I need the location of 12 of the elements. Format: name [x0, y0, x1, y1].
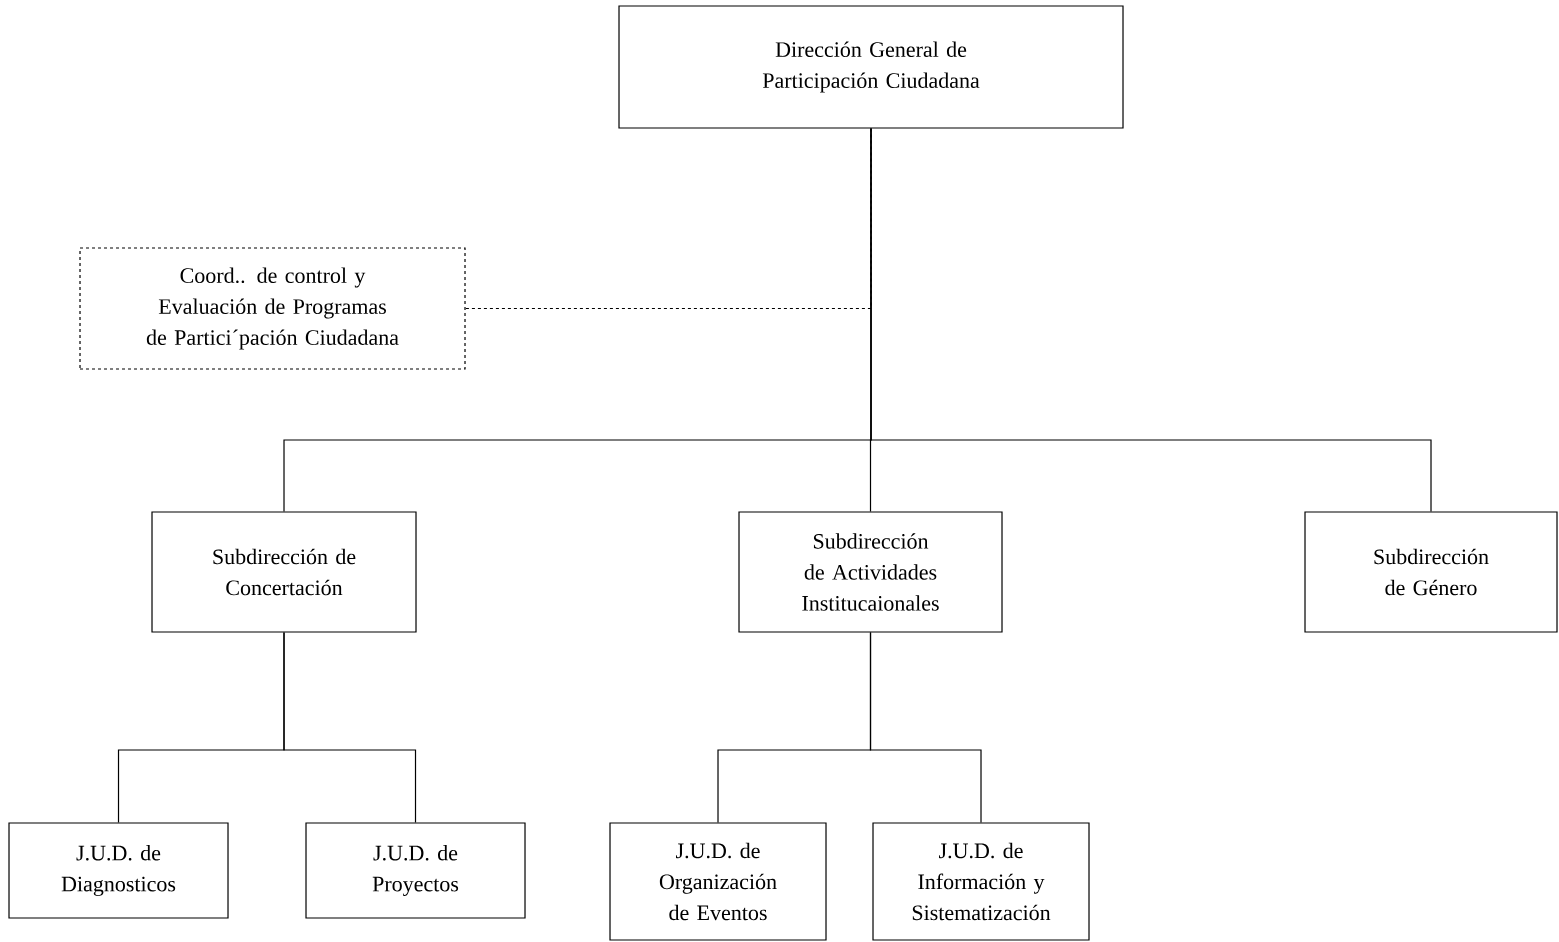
org-box: J.U.D. de Proyectos: [305, 822, 526, 919]
org-box: J.U.D. de Diagnosticos: [8, 822, 229, 919]
connector-line: [283, 632, 417, 823]
dashed-box: Coord.. de control y Evaluación de Programas de Partici´pación Ciudadana: [79, 247, 466, 370]
connector-line: [870, 128, 1432, 512]
org-box: Subdirección de Concertación: [151, 511, 417, 633]
org-box: Subdirección de Actividades Institucaionales: [738, 511, 1003, 633]
connector-line: [869, 632, 982, 823]
org-box: J.U.D. de Información y Sistematización: [872, 822, 1090, 941]
org-box: J.U.D. de Organización de Eventos: [609, 822, 827, 941]
org-box: Dirección General de Participación Ciudadana: [618, 5, 1124, 129]
org-box: Subdirección de Género: [1304, 511, 1558, 633]
